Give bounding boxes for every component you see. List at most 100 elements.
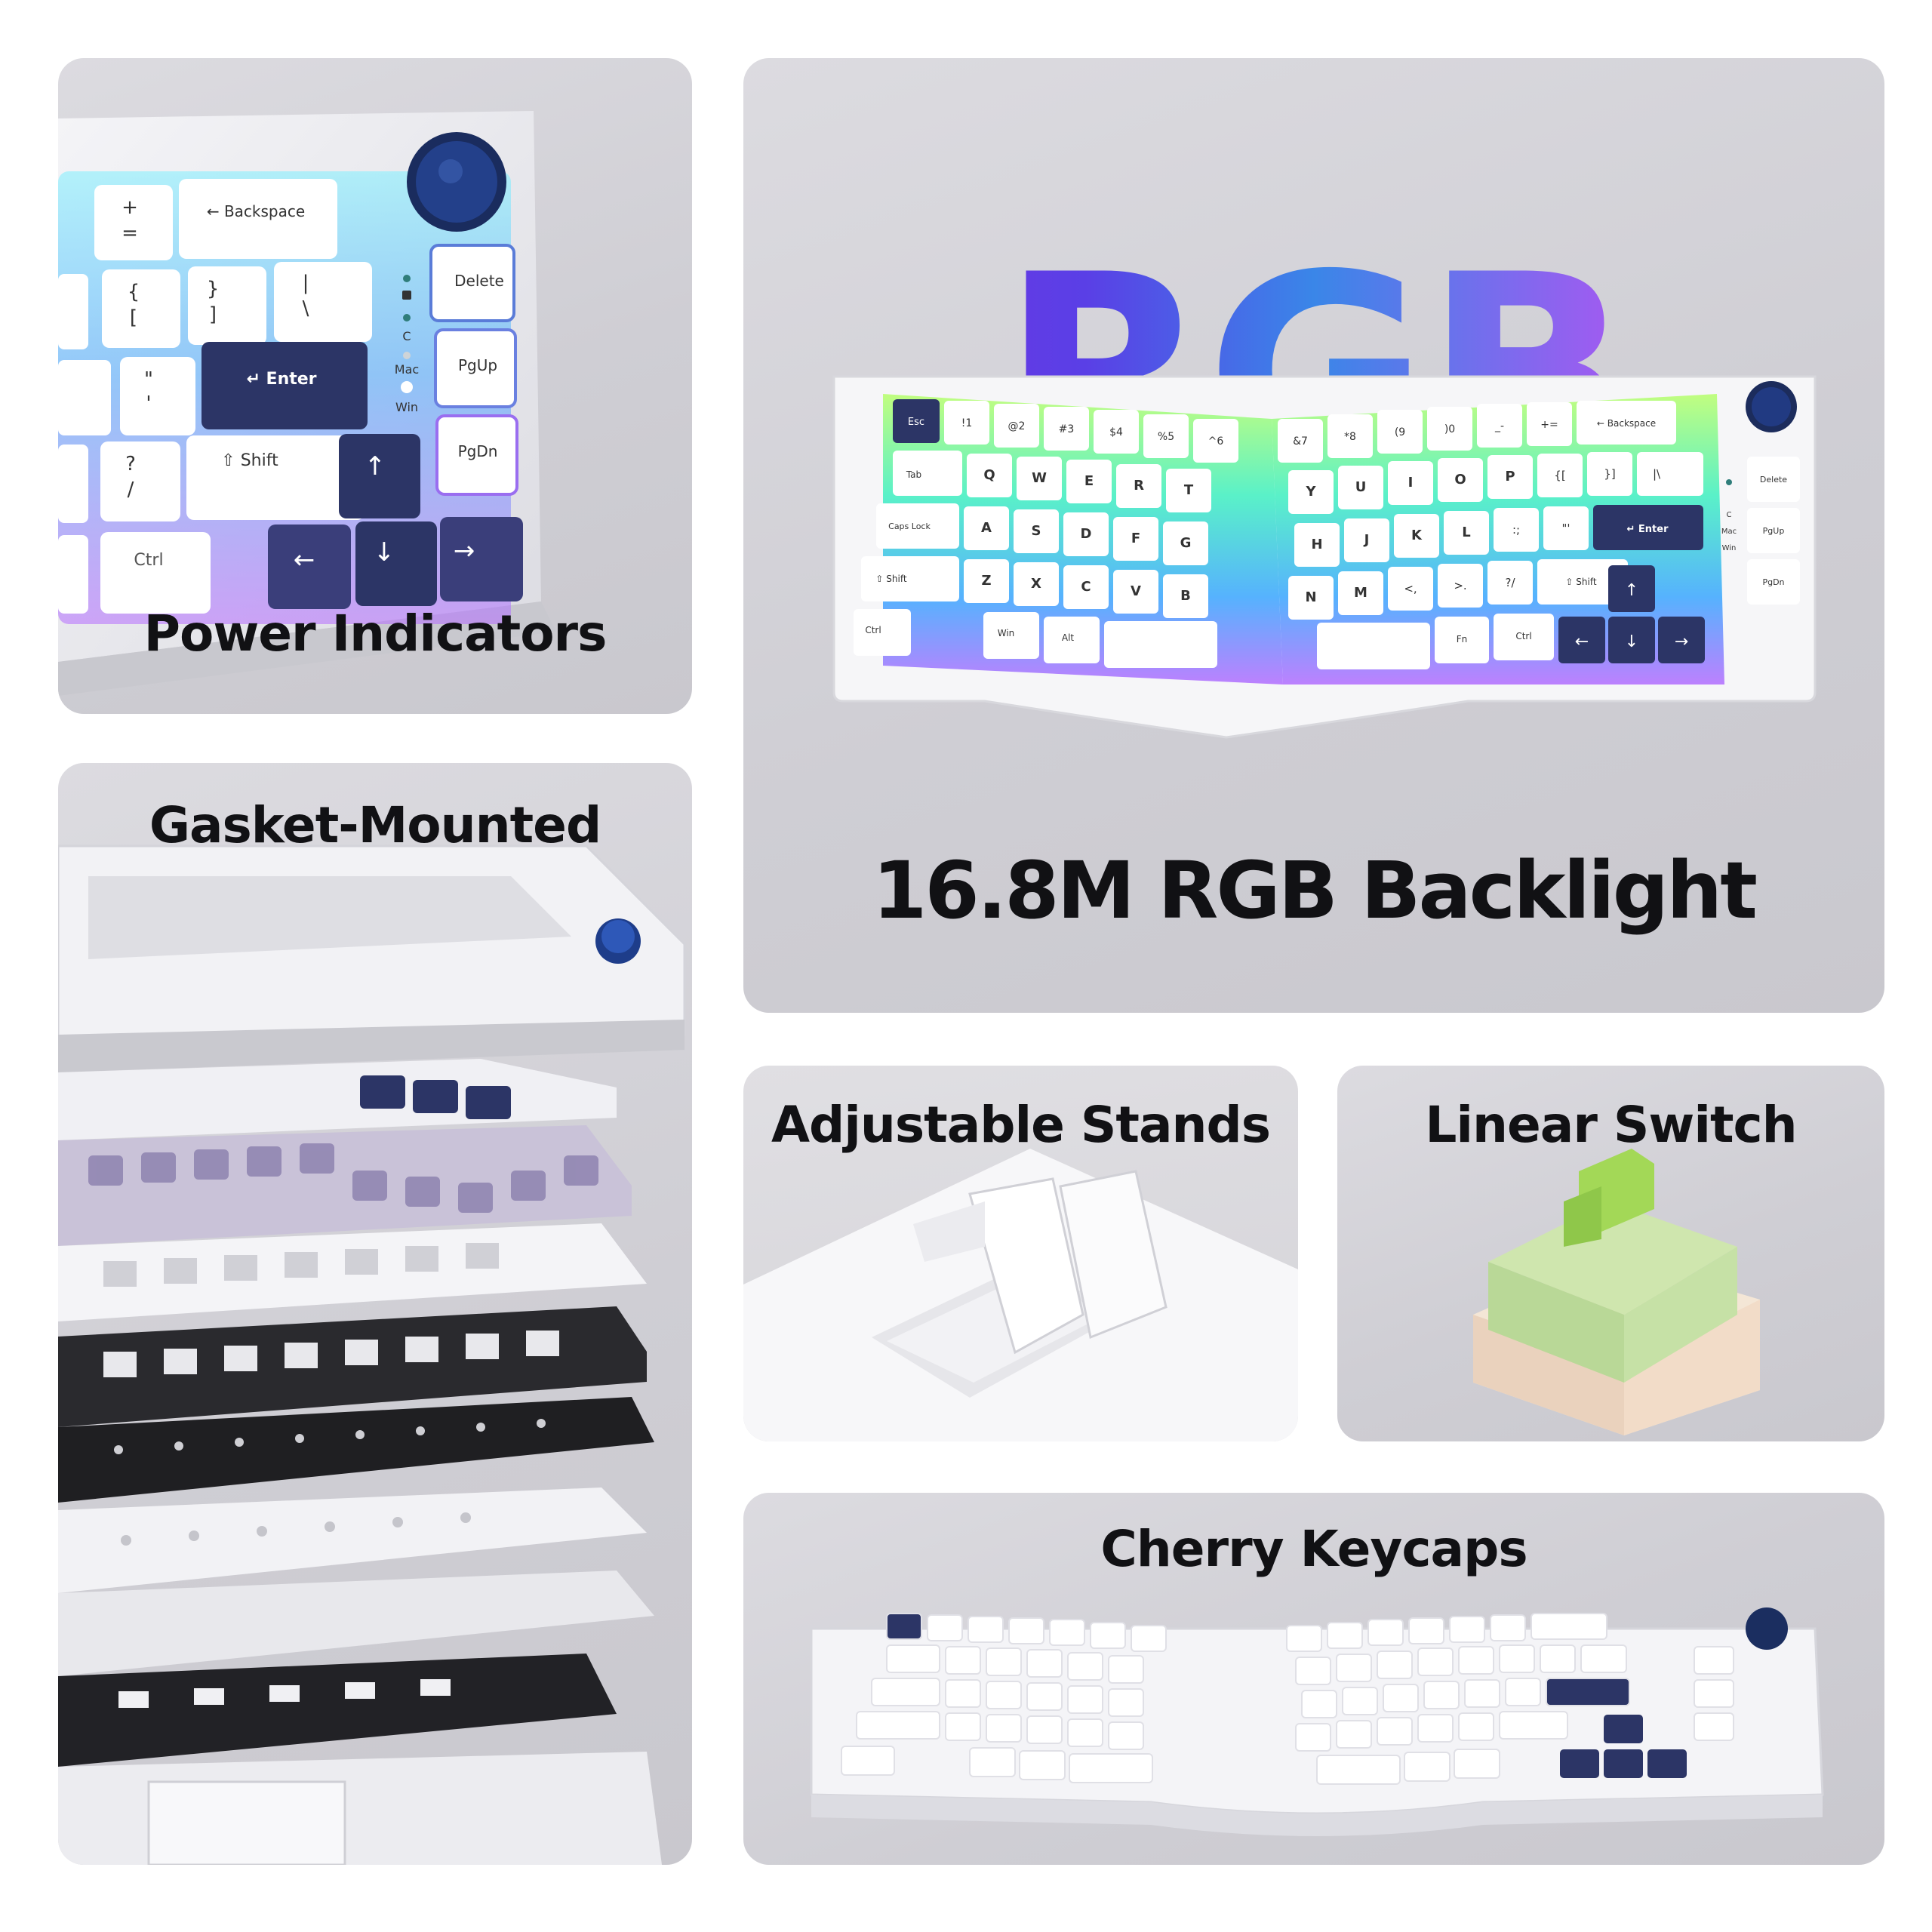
svg-text:Tab: Tab — [906, 469, 921, 480]
svg-text:↑: ↑ — [1625, 581, 1638, 600]
svg-text:}: } — [207, 278, 220, 300]
svg-text:K: K — [1411, 528, 1423, 543]
svg-text:J: J — [1363, 532, 1370, 548]
svg-text:&7: &7 — [1293, 435, 1308, 448]
svg-text:⇧ Shift: ⇧ Shift — [221, 451, 278, 470]
svg-text:L: L — [1462, 525, 1470, 540]
hero-number-row-right: &7 *8 (9 )0 _- += — [1278, 402, 1572, 463]
keycap-arrow-left: ← — [268, 525, 351, 609]
svg-text:?: ? — [125, 453, 136, 475]
keycap-ctrl: Ctrl — [100, 532, 211, 614]
keycap-plus: + = — [94, 185, 173, 260]
svg-text:⇧ Shift: ⇧ Shift — [875, 574, 906, 584]
caption-power-indicators: Power Indicators — [143, 605, 608, 663]
svg-text:Delete: Delete — [454, 272, 504, 290]
svg-text:↓: ↓ — [1625, 632, 1638, 651]
hero-modifier-row-left: Ctrl Win Alt — [854, 609, 1217, 668]
svg-text:@2: @2 — [1008, 420, 1026, 432]
svg-text:Caps Lock: Caps Lock — [888, 521, 931, 531]
keycap-arrow-up: ↑ — [339, 434, 420, 518]
exploded-layers-illustration — [58, 844, 686, 1865]
svg-text:← Backspace: ← Backspace — [207, 202, 305, 220]
hero-key-tab: Tab — [893, 451, 962, 496]
svg-text:': ' — [146, 392, 151, 415]
svg-text:/: / — [128, 478, 134, 501]
hero-key-backspace: ← Backspace — [1577, 401, 1676, 445]
svg-text:S: S — [1032, 523, 1041, 539]
keycap-backslash: | \ — [274, 262, 372, 342]
svg-text:)0: )0 — [1444, 423, 1455, 435]
svg-text:]: ] — [209, 303, 217, 326]
hero-key-enter: ↵ Enter — [1593, 505, 1703, 550]
svg-text:Y: Y — [1305, 484, 1316, 500]
svg-text:← Backspace: ← Backspace — [1597, 418, 1656, 429]
caption-gasket-mounted: Gasket-Mounted — [149, 796, 601, 854]
svg-text:Ctrl: Ctrl — [134, 551, 163, 570]
keycap-quote: " ' — [120, 357, 195, 435]
svg-text:*8: *8 — [1344, 431, 1356, 443]
svg-text:$4: $4 — [1109, 426, 1123, 438]
keycap-pgdn: PgDn — [435, 414, 518, 496]
svg-text:↵ Enter: ↵ Enter — [246, 370, 316, 389]
keycap-delete: Delete — [429, 244, 515, 322]
keycap-backspace: ← Backspace — [179, 179, 337, 259]
svg-text:Z: Z — [981, 573, 991, 589]
keycap-question: ? / — [100, 441, 180, 521]
svg-text:Mac: Mac — [1721, 528, 1737, 536]
svg-text:C: C — [1081, 579, 1091, 595]
svg-text:↑: ↑ — [365, 451, 386, 481]
svg-text:F: F — [1131, 531, 1140, 546]
svg-text:G: G — [1180, 535, 1192, 551]
svg-text:Win: Win — [998, 628, 1015, 638]
panel-linear-switch: Linear Switch — [1337, 1066, 1884, 1441]
svg-text:←: ← — [294, 545, 315, 575]
svg-text:|\: |\ — [1653, 467, 1661, 481]
hero-indicator-column: C Mac Win — [1721, 479, 1737, 552]
caption-rgb-backlight: 16.8M RGB Backlight — [872, 844, 1758, 937]
svg-text:→: → — [454, 536, 475, 566]
keyboard-closeup-illustration: + = ← Backspace { [ } ] | \ " ' — [58, 111, 556, 696]
svg-text:"': "' — [1561, 521, 1570, 535]
svg-text:U: U — [1355, 479, 1367, 495]
hero-arrow-cluster: ↑ ← ↓ → — [1558, 565, 1705, 663]
hero-bottom-row-right: N M <, >. ?/ — [1288, 561, 1533, 620]
svg-text:↓: ↓ — [374, 537, 395, 568]
svg-text:Delete: Delete — [1760, 475, 1787, 485]
panel-rgb-backlight: RGB Esc !1 @2 #3 — [743, 58, 1884, 1013]
caption-cherry-keycaps: Cherry Keycaps — [1100, 1520, 1527, 1578]
svg-text:←: ← — [1575, 632, 1589, 651]
svg-text:!1: !1 — [961, 417, 973, 429]
hero-number-row-left: !1 @2 #3 $4 %5 ^6 — [944, 401, 1238, 463]
svg-text:Q: Q — [983, 467, 995, 483]
panel-cherry-keycaps: Cherry Keycaps — [743, 1493, 1884, 1865]
svg-text:}]: }] — [1604, 467, 1615, 481]
svg-text:PgUp: PgUp — [458, 356, 497, 374]
svg-text:Win: Win — [395, 400, 418, 414]
svg-text:PgUp: PgUp — [1763, 526, 1785, 536]
hero-qwerty-row-right: Y U I O P {[ }] |\ — [1288, 452, 1703, 514]
power-indicator-column: C Mac Win — [395, 275, 419, 414]
panel-adjustable-stands: Adjustable Stands — [743, 1066, 1298, 1441]
hero-home-row-right: H J K L :; "' — [1294, 506, 1589, 567]
ergonomic-keyboard-illustration: Esc !1 @2 #3 $4 %5 ^6 Tab Q W E — [832, 375, 1817, 739]
hero-home-row-left: A S D F G — [964, 506, 1208, 565]
hero-nav-column: Delete PgUp PgDn — [1747, 457, 1800, 605]
hero-key-shift-left: ⇧ Shift — [861, 556, 959, 601]
svg-text:^6: ^6 — [1208, 435, 1224, 448]
svg-text:Alt: Alt — [1062, 632, 1075, 643]
svg-text:>.: >. — [1454, 579, 1466, 592]
svg-text:⇧ Shift: ⇧ Shift — [1565, 577, 1596, 587]
svg-text:Mac: Mac — [395, 362, 419, 377]
svg-text:R: R — [1134, 478, 1144, 494]
svg-text:A: A — [981, 520, 992, 536]
keycap-arrow-down: ↓ — [355, 521, 437, 606]
svg-text:Ctrl: Ctrl — [865, 625, 881, 635]
panel-gasket-mounted: Gasket-Mounted — [58, 763, 692, 1865]
svg-text:\: \ — [303, 297, 309, 320]
svg-text:T: T — [1184, 482, 1194, 498]
svg-text:{[: {[ — [1554, 469, 1565, 482]
svg-text:|: | — [303, 272, 309, 294]
hero-key-shift-right: ⇧ Shift — [1537, 559, 1628, 605]
svg-text:P: P — [1505, 469, 1515, 485]
svg-text:#3: #3 — [1059, 423, 1075, 435]
